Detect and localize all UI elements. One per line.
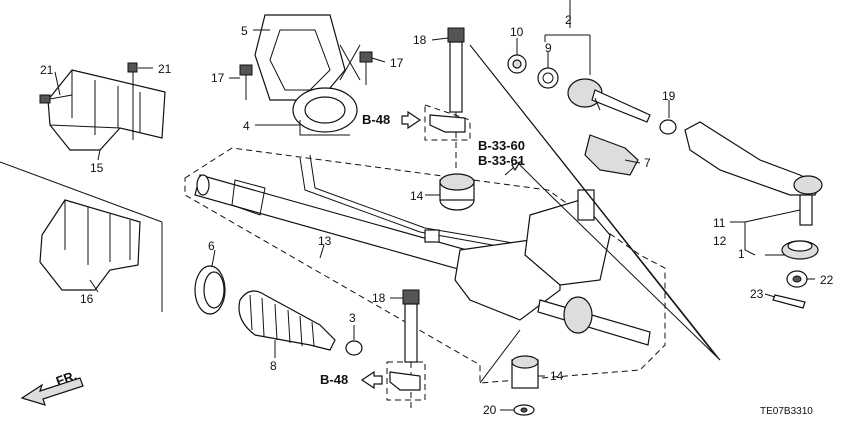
washer-20 [513, 404, 535, 416]
mount-bracket-5 [254, 14, 346, 101]
bellows-boot-8 [238, 290, 336, 351]
direction-label: FR. [54, 368, 79, 389]
lock-washer-9 [537, 67, 559, 89]
arrow-b48-top [401, 110, 422, 130]
callout-18-top: 18 [413, 33, 427, 47]
arrow-b33 [504, 160, 522, 176]
bushing-14-bottom [511, 355, 539, 389]
callout-17-left: 17 [211, 71, 225, 85]
bushing-14-top [439, 173, 475, 211]
callout-15: 15 [90, 161, 104, 175]
callout-23: 23 [750, 287, 764, 301]
divider-line [0, 161, 163, 223]
leader-lines [54, 0, 815, 411]
bushing-4 [292, 87, 358, 136]
seal-10 [507, 54, 527, 74]
bolt-18-bottom [402, 289, 420, 410]
bolt-21-left [39, 94, 73, 104]
clamp-plate-top [429, 114, 466, 133]
callout-14-bottom: 14 [550, 369, 564, 383]
callout-17-right: 17 [390, 56, 404, 70]
callout-21-left: 21 [40, 63, 54, 77]
nut-22 [786, 270, 808, 288]
callout-labels: 1 2 3 4 5 6 7 8 9 10 11 12 13 14 14 15 1… [40, 13, 834, 417]
callout-22: 22 [820, 273, 834, 287]
callout-5: 5 [241, 24, 248, 38]
rack-housing-13 [194, 154, 651, 346]
callout-20: 20 [483, 403, 497, 417]
ref-b48-top: B-48 [362, 112, 390, 127]
tie-rod-end-11 [684, 121, 823, 226]
fr-arrow-icon [20, 377, 84, 406]
callout-4: 4 [243, 119, 250, 133]
boot-7 [584, 134, 639, 176]
clip-3 [345, 340, 363, 356]
bracket-16 [39, 199, 141, 291]
ref-b48-bottom: B-48 [320, 372, 348, 387]
callout-1: 1 [738, 247, 745, 261]
ref-b33-61: B-33-61 [478, 153, 525, 168]
bolt-17-right [359, 51, 373, 85]
tie-rod-2 [567, 78, 651, 123]
callout-2: 2 [565, 13, 572, 27]
callout-10: 10 [510, 25, 524, 39]
bolt-21-right [127, 62, 138, 140]
leader [339, 44, 361, 81]
bolt-17-left [239, 64, 253, 100]
callout-13: 13 [318, 234, 332, 248]
callout-9: 9 [545, 41, 552, 55]
bolt-18-top [447, 27, 465, 170]
diagram-code: TE07B3310 [760, 406, 813, 417]
callout-19: 19 [662, 89, 676, 103]
bracket-15 [47, 69, 166, 151]
callout-16: 16 [80, 292, 94, 306]
clamp-plate-bottom [389, 371, 421, 391]
pin-23 [772, 294, 806, 309]
callout-7: 7 [644, 156, 651, 170]
ref-b33-60: B-33-60 [478, 138, 525, 153]
callout-8: 8 [270, 359, 277, 373]
clamp-band-6 [194, 265, 226, 315]
nut-19 [659, 119, 677, 135]
callout-18-bottom: 18 [372, 291, 386, 305]
arrow-b48-bottom [360, 370, 383, 390]
callout-6: 6 [208, 239, 215, 253]
callout-3: 3 [349, 311, 356, 325]
callout-12: 12 [713, 234, 727, 248]
callout-21-right: 21 [158, 62, 172, 76]
callout-14-top: 14 [410, 189, 424, 203]
callout-11: 11 [713, 216, 726, 230]
boot-1 [781, 240, 819, 260]
